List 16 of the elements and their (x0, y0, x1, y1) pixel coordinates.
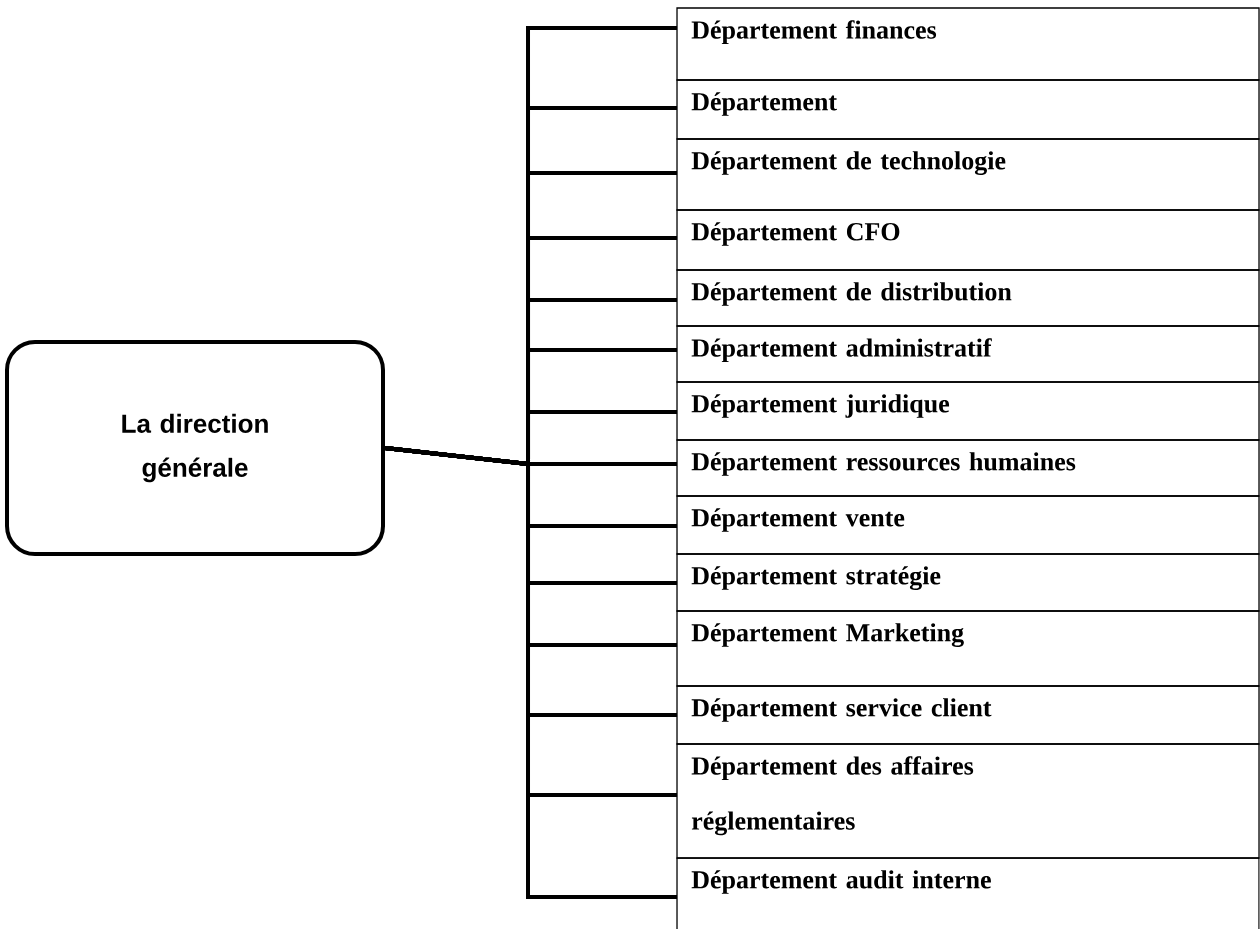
table-cell: Département audit interne (676, 857, 1260, 929)
table-cell: Département finances (676, 7, 1260, 81)
table-cell: Département de technologie (676, 138, 1260, 211)
table-cell: Département ressources humaines (676, 439, 1260, 497)
table-cell: Département juridique (676, 381, 1260, 441)
rounded-box: La direction générale (5, 340, 385, 556)
table-cell: Département Marketing (676, 610, 1260, 687)
table-cell: Département stratégie (676, 553, 1260, 612)
table-cell: Département (676, 79, 1260, 140)
table-cell: Département de distribution (676, 269, 1260, 327)
table-cell: Département des affaires réglementaires (676, 743, 1260, 859)
table-cell: Département service client (676, 685, 1260, 745)
table-cell: Département administratif (676, 325, 1260, 383)
table-cell: Département vente (676, 495, 1260, 555)
connector-line (384, 446, 677, 899)
table-cell: Département CFO (676, 209, 1260, 271)
